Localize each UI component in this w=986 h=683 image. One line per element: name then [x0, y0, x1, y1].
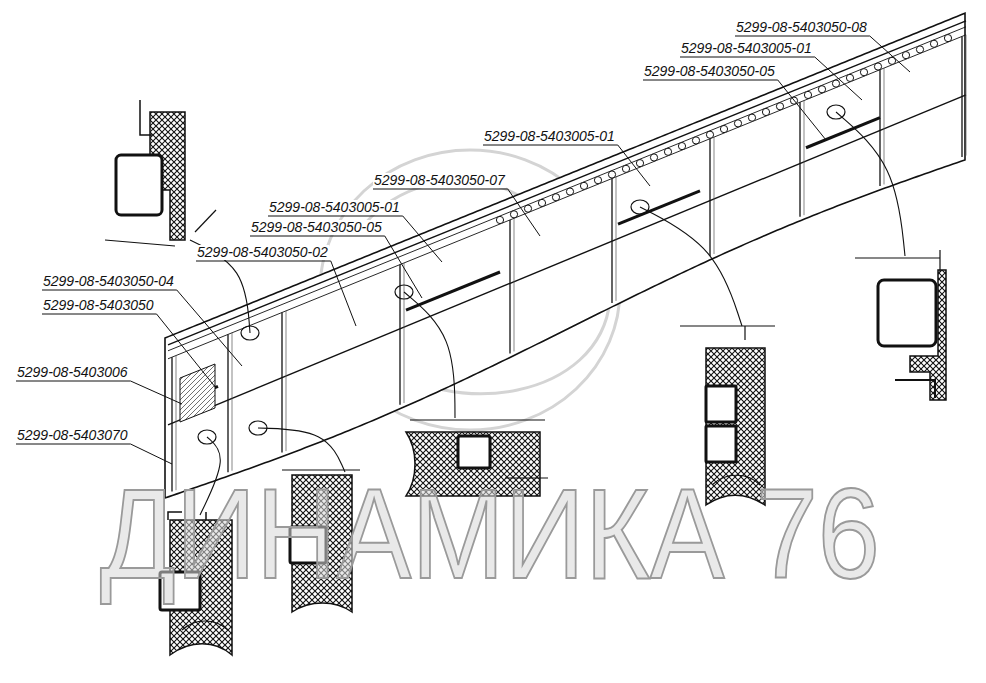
panel-post [227, 334, 228, 472]
rivet-hole [762, 108, 769, 115]
rivet-hole [902, 52, 909, 59]
part-number: 5299-08-5403050-05 [643, 64, 776, 79]
panel-post [611, 179, 612, 303]
section-line [195, 210, 216, 232]
section-line [140, 100, 152, 135]
rivet-hole [678, 142, 685, 149]
tube-section [878, 280, 936, 346]
tube-section [706, 386, 736, 422]
part-number: 5299-08-5403050-04 [42, 274, 175, 289]
section-curve [404, 292, 455, 418]
rail-line [168, 21, 966, 345]
panel-post [709, 139, 710, 256]
panel-post [616, 177, 617, 301]
part-number: 5299-08-5403005-01 [483, 129, 616, 144]
stiffener [406, 272, 500, 310]
panel-post [961, 36, 962, 157]
part-number: 5299-08-5403050-02 [196, 245, 329, 260]
section-curve [640, 207, 742, 326]
rivet-hole [650, 154, 657, 161]
rivet-hole [734, 120, 741, 127]
panel-post [514, 218, 515, 351]
waist-rail [168, 95, 966, 425]
part-number: 5299-08-5403050-08 [735, 20, 868, 35]
rivet-hole [832, 80, 839, 87]
tube-section [706, 426, 736, 462]
rivet-hole [524, 205, 531, 212]
leader-line [16, 381, 182, 404]
part-number: 5299-08-5403050 [42, 298, 155, 313]
rivet-hole [916, 46, 923, 53]
rivet-hole [776, 103, 783, 110]
part-number: 5299-08-5403050-05 [250, 220, 383, 235]
part-number: 5299-08-5403050-07 [373, 173, 506, 188]
rivet-hole [566, 188, 573, 195]
section-line [182, 621, 228, 630]
leader-line [196, 261, 356, 326]
part-number: 5299-08-5403005-01 [680, 41, 813, 56]
section-curve [258, 428, 345, 472]
side-panel [165, 13, 965, 498]
leader-line [42, 290, 242, 366]
rivet-hole [748, 114, 755, 121]
panel-post [281, 312, 282, 452]
rivet-hole [930, 40, 937, 47]
panel-post [879, 70, 880, 186]
tube-section [116, 155, 162, 215]
leader-line [16, 444, 172, 464]
tube-section [458, 436, 490, 468]
panel-post [714, 137, 715, 254]
panel-post [286, 311, 287, 451]
rail-line [168, 27, 966, 351]
rivet-hole [594, 177, 601, 184]
part-number: 5299-08-5403005-01 [268, 200, 401, 215]
panel-post [404, 263, 405, 403]
watermark: ДИНАМИКА 76 [100, 470, 880, 598]
rivet-hole [496, 216, 503, 223]
leader-line [483, 145, 650, 186]
rivet-hole [944, 35, 951, 42]
section-line [105, 240, 175, 246]
rivet-hole [692, 137, 699, 144]
panel-post [799, 102, 800, 217]
part-number: 5299-08-5403070 [16, 428, 129, 443]
panel-post [804, 101, 805, 216]
rail-line [168, 35, 966, 359]
panel-post [509, 220, 510, 354]
rivet-hole [706, 131, 713, 138]
rivet-hole [804, 91, 811, 98]
stiffener [618, 191, 700, 224]
section-line [680, 326, 775, 340]
rivet-hole [818, 86, 825, 93]
rivet-hole [846, 74, 853, 81]
section-curve [836, 112, 905, 256]
section-line [855, 250, 940, 272]
plate [180, 364, 215, 422]
rivet-hole [510, 211, 517, 218]
leader-line [643, 80, 826, 140]
rivet-hole [538, 199, 545, 206]
section-line [895, 380, 935, 398]
panel-post [966, 35, 967, 156]
rivet-hole [580, 182, 587, 189]
rivet-hole [874, 63, 881, 70]
rivet-hole [608, 171, 615, 178]
part-number: 5299-08-5403006 [16, 365, 129, 380]
rivet-hole [664, 148, 671, 155]
rivet-hole [720, 125, 727, 132]
rivet-hole [622, 165, 629, 172]
rivet-hole [552, 194, 559, 201]
panel-post [884, 68, 885, 184]
rivet-hole [636, 160, 643, 167]
rivet-hole [860, 69, 867, 76]
